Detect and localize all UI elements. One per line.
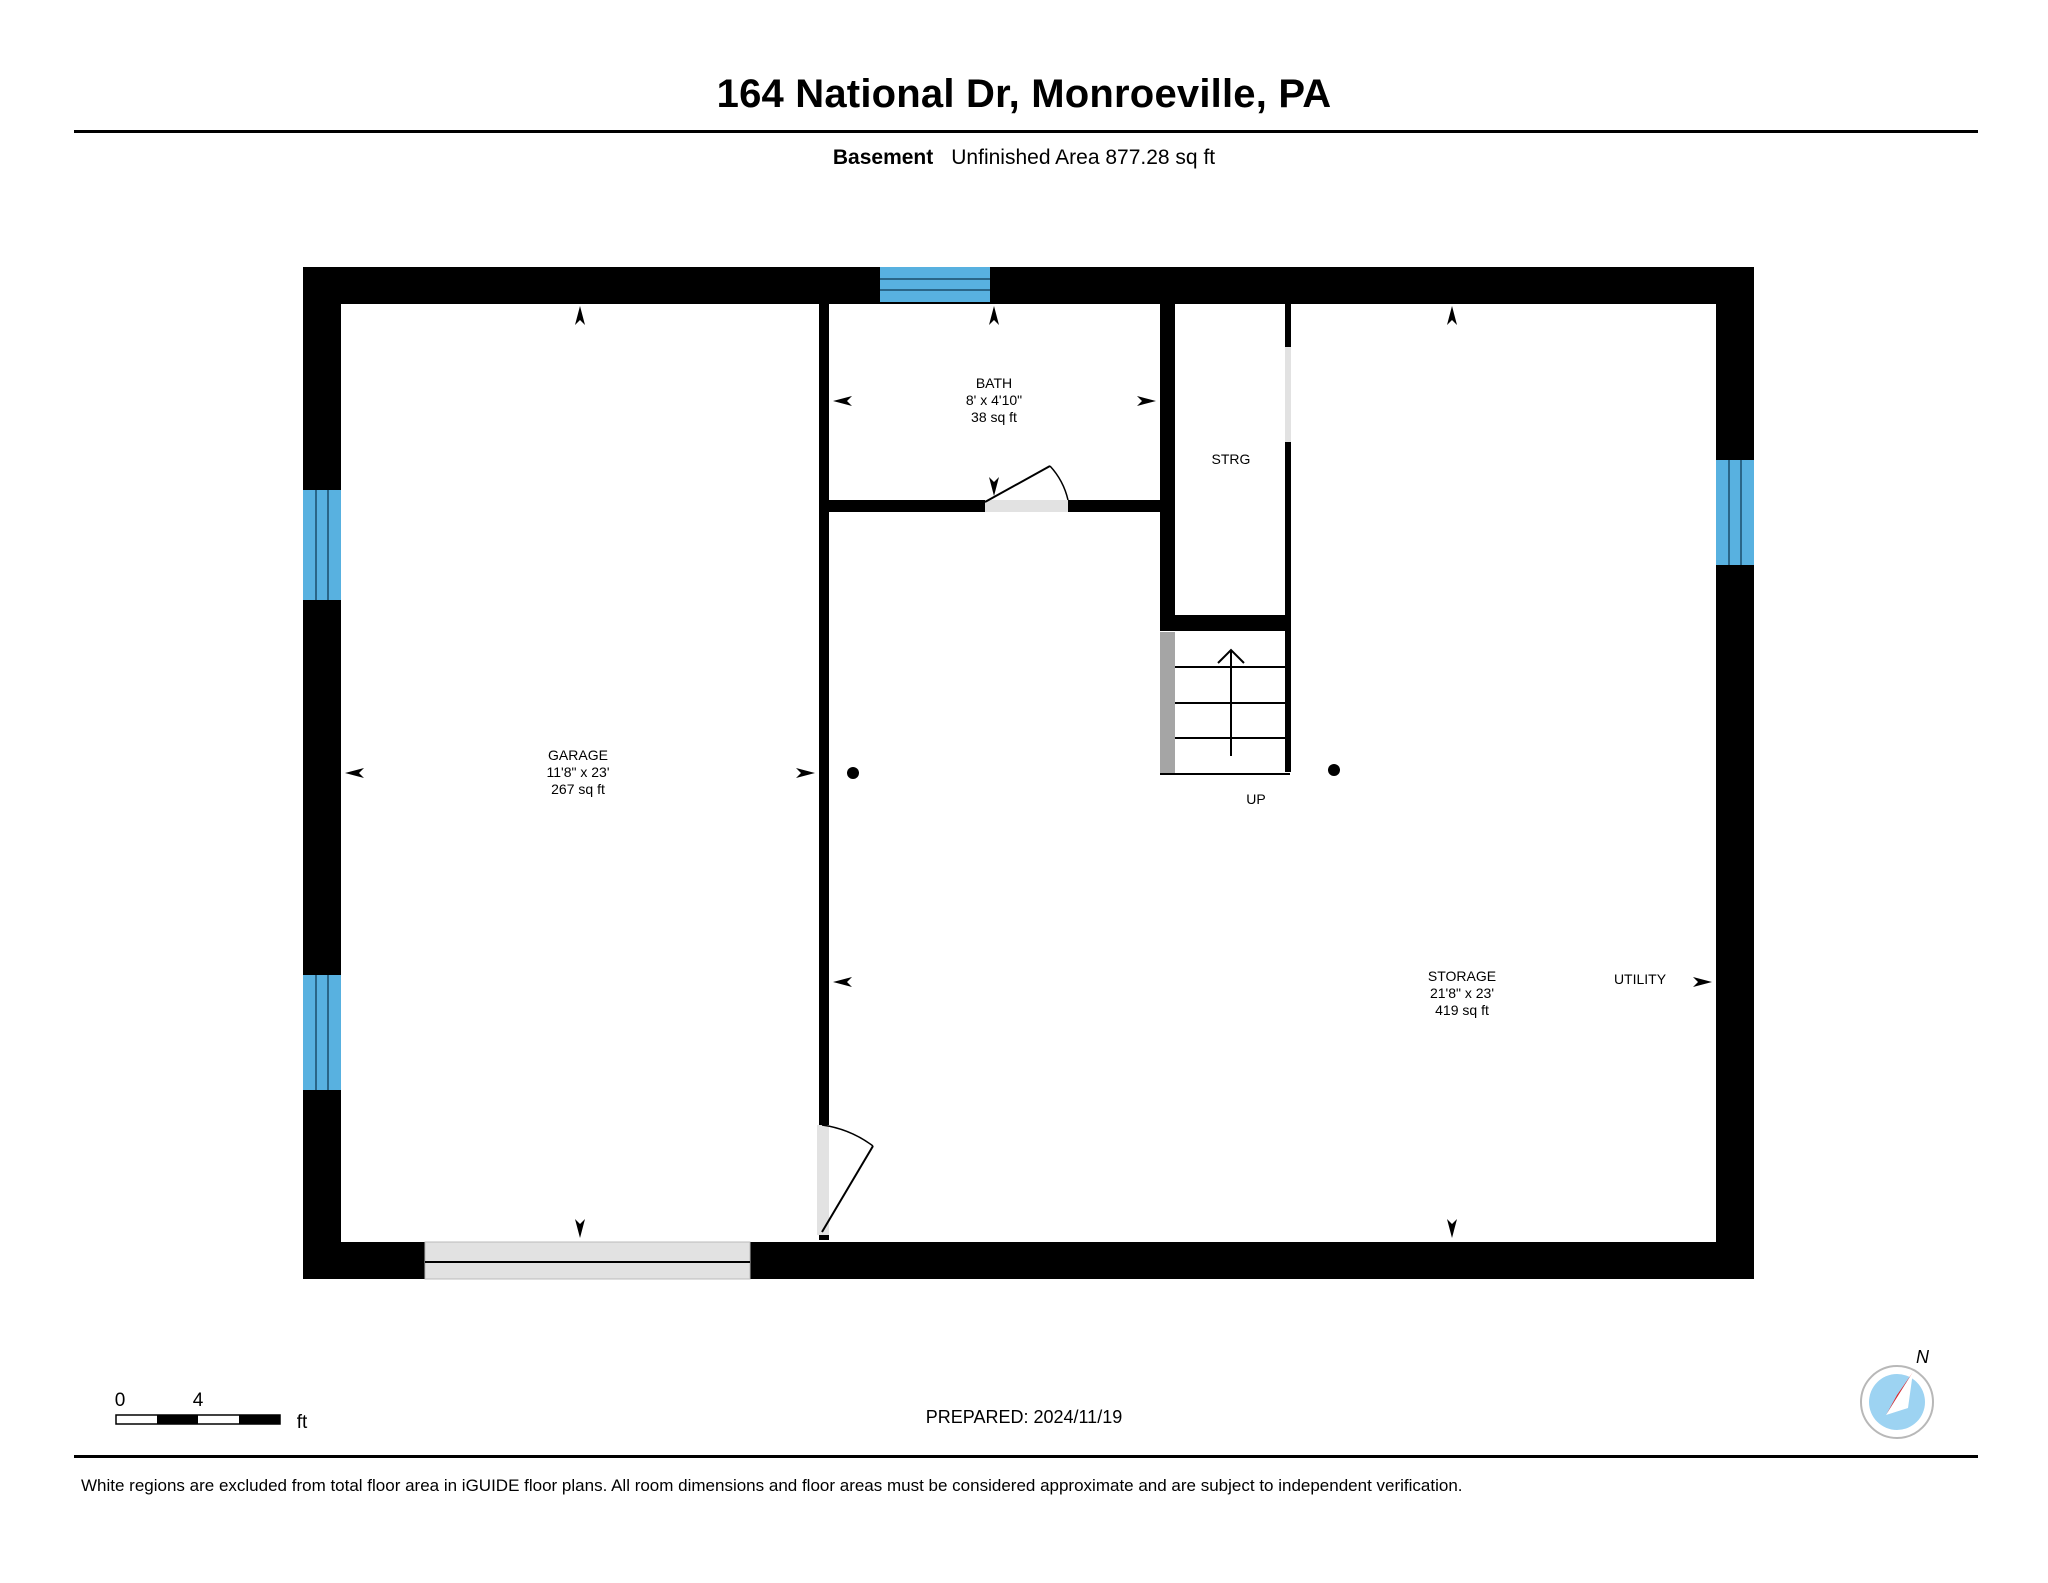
prepared-date: PREPARED: 2024/11/19 (925, 1407, 1123, 1427)
footer-divider (74, 1455, 1978, 1458)
measure-arrow (1447, 306, 1457, 325)
support-column (1328, 764, 1340, 776)
stairs-label: UP (1246, 791, 1265, 807)
room-name-storage: STORAGE (1428, 968, 1496, 984)
garage-storage-door (817, 1124, 874, 1235)
window-east (1716, 460, 1754, 565)
strg-opening (1285, 347, 1291, 442)
measure-arrow (1447, 1219, 1457, 1238)
measure-arrow (345, 768, 364, 778)
room-dims-garage: 11'8" x 23' (547, 764, 610, 780)
room-area-bath: 38 sq ft (971, 409, 1017, 425)
room-dims-storage: 21'8" x 23' (1430, 985, 1494, 1001)
window-west-upper (303, 490, 341, 600)
measure-arrow (796, 768, 815, 778)
room-name-bath: BATH (976, 375, 1012, 391)
bath-door (984, 465, 1069, 512)
level-label: Basement (832, 146, 934, 169)
wall-bath-east (1160, 302, 1175, 615)
room-area-garage: 267 sq ft (551, 781, 605, 797)
scale-tick-0: 0 (115, 1390, 126, 1411)
floor-summary: Basement Unfinished Area 877.28 sq ft (0, 146, 2048, 170)
room-name-utility: UTILITY (1614, 971, 1667, 987)
wall-strg-south (1160, 615, 1290, 631)
area-text: Unfinished Area 877.28 sq ft (951, 146, 1216, 169)
room-area-storage: 419 sq ft (1435, 1002, 1489, 1018)
window-north (880, 267, 990, 302)
compass-icon: N (1860, 1347, 1934, 1439)
measure-arrow (575, 1219, 585, 1238)
measure-arrow (1137, 396, 1156, 406)
floor-area (341, 302, 1716, 1242)
measure-arrow (833, 396, 852, 406)
scale-unit: ft (297, 1412, 308, 1433)
measure-arrow (575, 306, 585, 325)
page-title: 164 National Dr, Monroeville, PA (716, 72, 1332, 116)
measure-arrow (989, 306, 999, 325)
window-west-lower (303, 975, 341, 1090)
measure-arrow (1693, 977, 1712, 987)
wall-west (303, 267, 341, 1279)
room-name-garage: GARAGE (548, 747, 608, 763)
title-divider (74, 130, 1978, 133)
wall-north (303, 267, 1754, 304)
room-name-strg: STRG (1212, 451, 1251, 467)
wall-garage-partition (819, 302, 829, 1240)
compass-north-label: N (1916, 1347, 1930, 1367)
measure-arrow (989, 477, 999, 496)
measure-arrow (833, 977, 852, 987)
wall-east (1716, 267, 1754, 1279)
wall-strg-east (1285, 302, 1291, 772)
scale-tick-2: 4 (193, 1390, 204, 1411)
room-dims-bath: 8' x 4'10" (966, 392, 1022, 408)
support-column (847, 767, 859, 779)
disclaimer-text: White regions are excluded from total fl… (81, 1476, 1463, 1495)
staircase (1160, 632, 1290, 775)
garage-door-opening (424, 1241, 751, 1280)
scale-bar: 0 4 ft (115, 1390, 308, 1433)
